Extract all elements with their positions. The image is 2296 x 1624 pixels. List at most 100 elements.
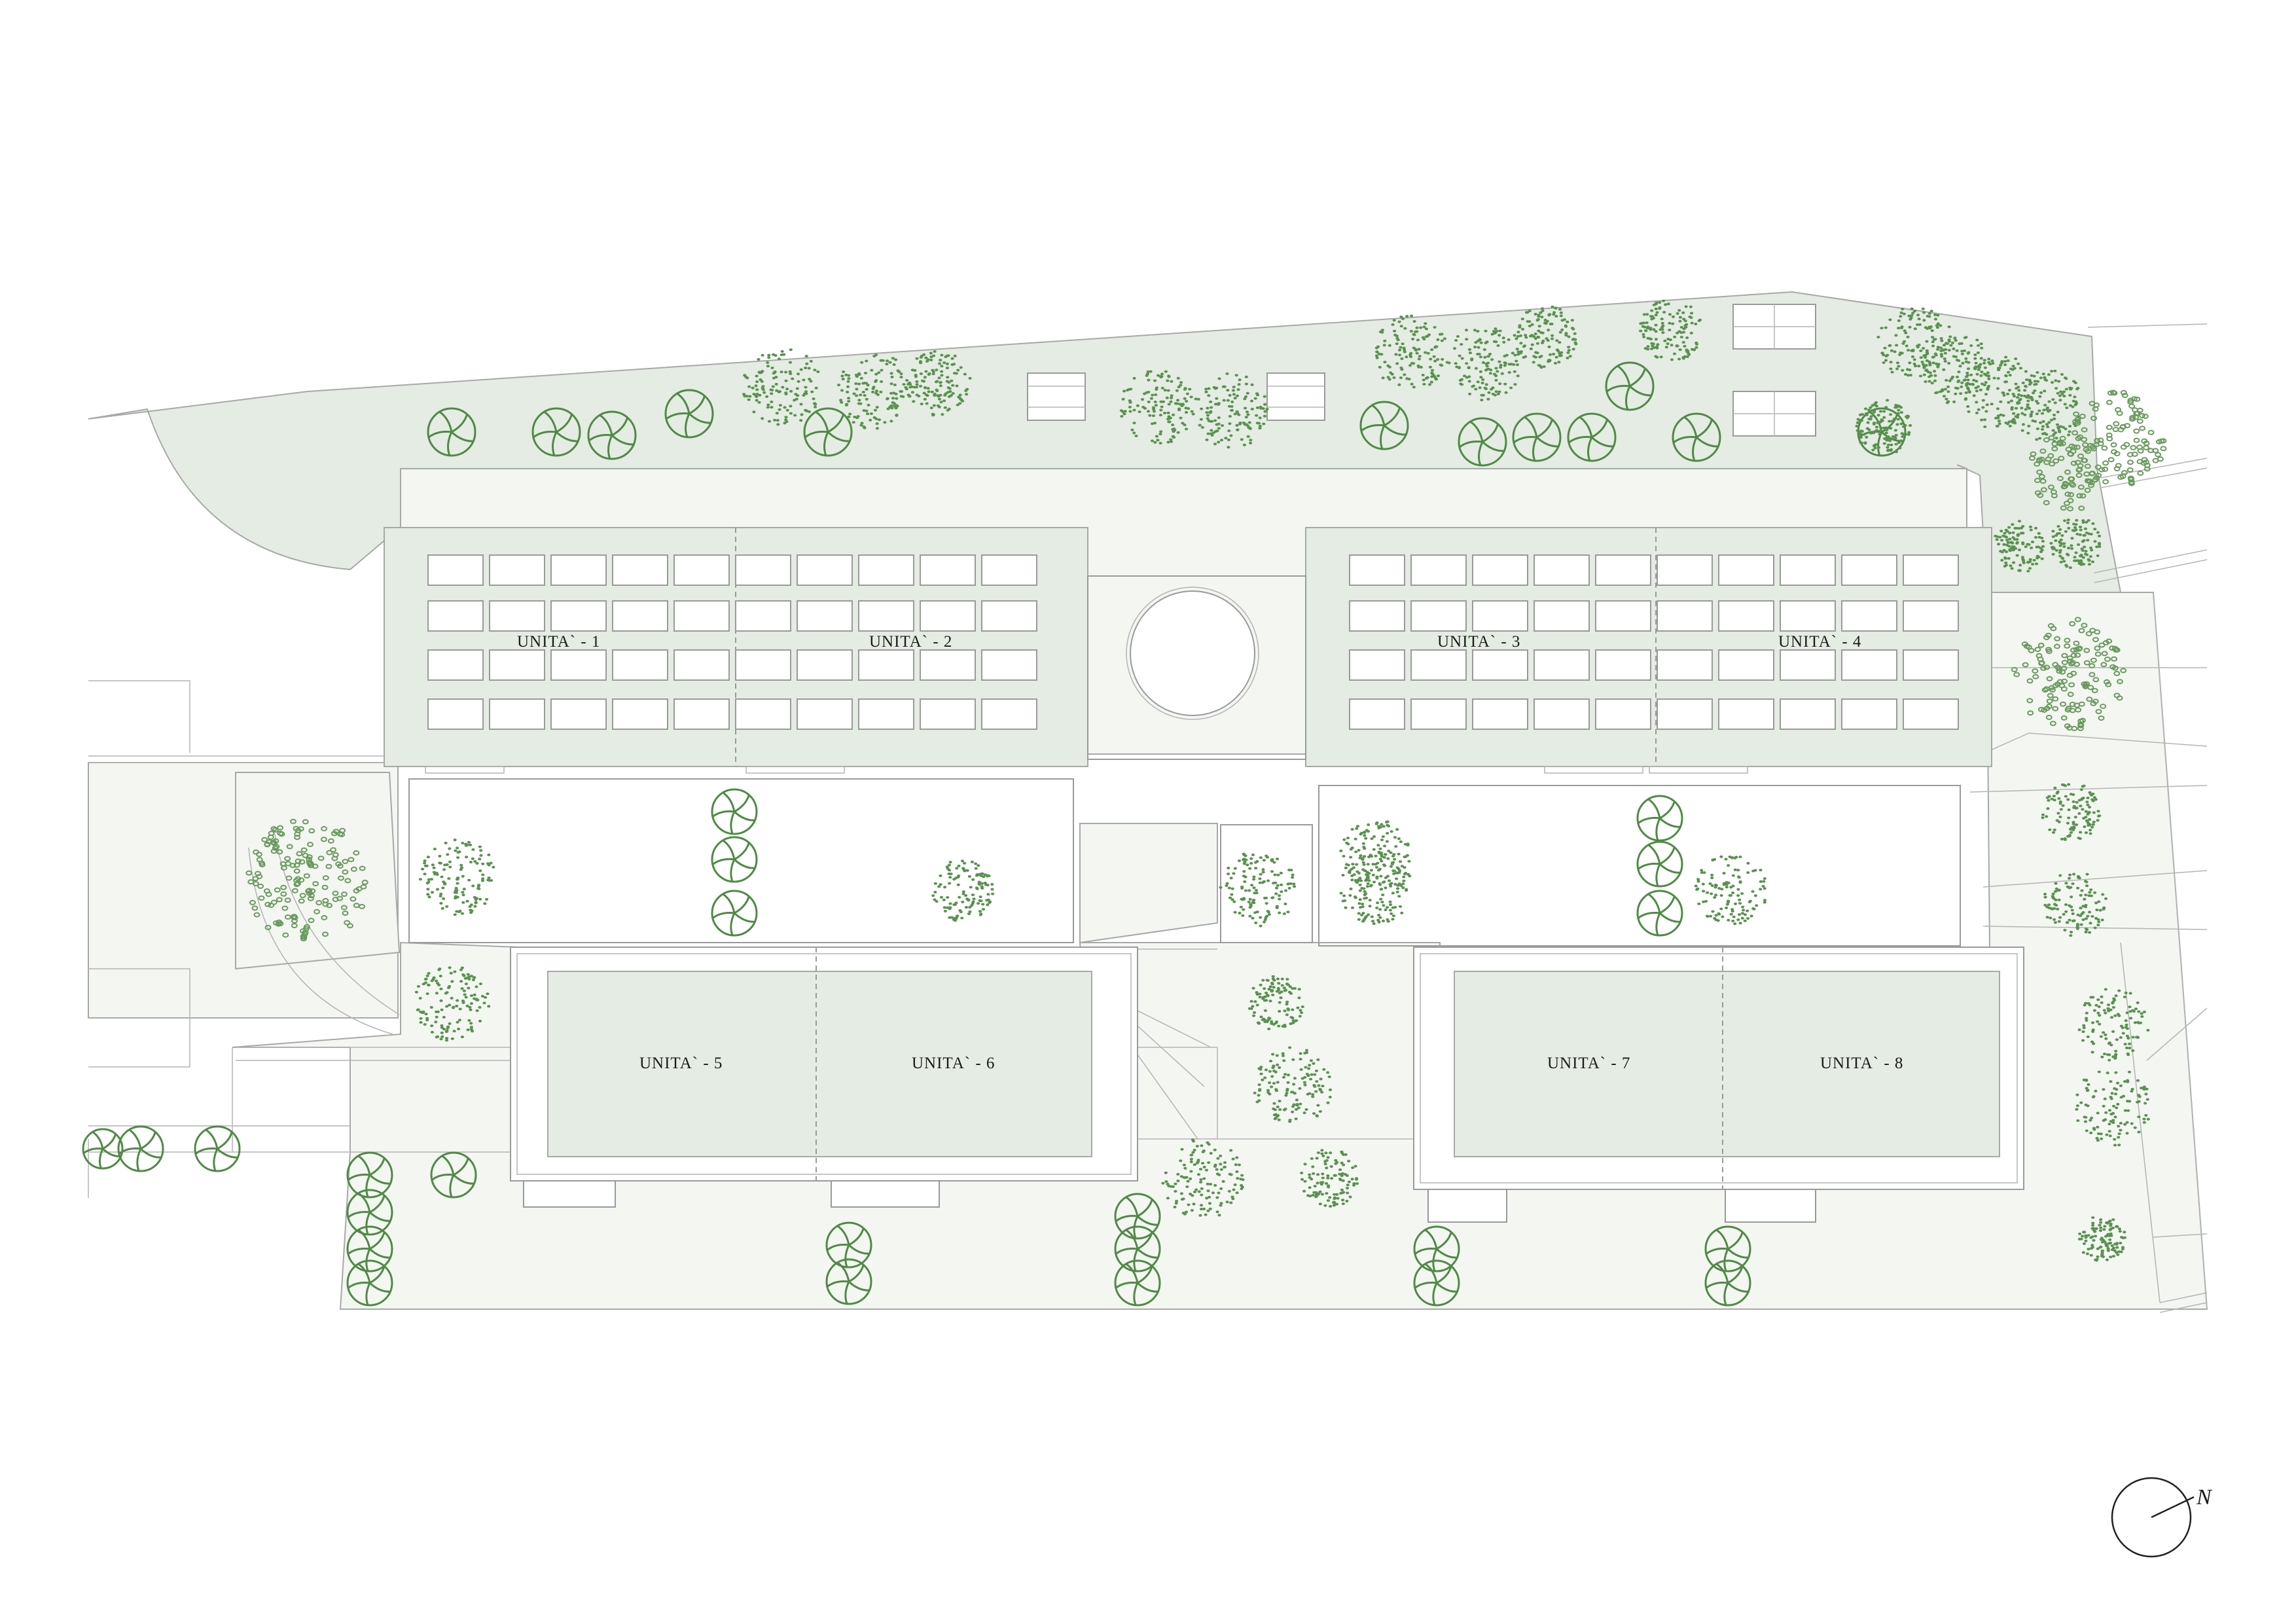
tree-foliage: [2012, 369, 2082, 443]
solar-panel: [1657, 600, 1713, 632]
solar-panel: [920, 600, 976, 632]
tree-canopy: [1704, 1259, 1751, 1307]
solar-panel: [1534, 649, 1590, 681]
unit-label-3: UNITA` - 3: [1437, 633, 1520, 651]
tree-foliage: [1513, 305, 1578, 369]
tree-canopy: [1413, 1259, 1460, 1307]
solar-panel: [735, 600, 791, 632]
tree-canopy: [1114, 1259, 1161, 1307]
tree-foliage: [1339, 853, 1412, 926]
trees: [82, 299, 2167, 1307]
garden-tables: [1027, 304, 1816, 437]
solar-panel: [489, 698, 545, 730]
unit-label-1: UNITA` - 1: [517, 633, 600, 651]
tree-canopy: [82, 1128, 124, 1170]
solar-panel: [1472, 600, 1528, 632]
west-lawn: [235, 772, 401, 970]
tree-foliage: [1161, 1138, 1245, 1217]
solar-panel: [1780, 698, 1836, 730]
tree-canopy: [825, 1258, 872, 1305]
tree-foliage: [836, 353, 914, 430]
tree-canopy: [587, 410, 637, 460]
solar-panel: [427, 649, 484, 681]
solar-panel: [1534, 600, 1590, 632]
tree-canopy: [1359, 401, 1409, 450]
unit-label-4: UNITA` - 4: [1778, 633, 1861, 651]
tree-foliage: [1445, 327, 1520, 402]
solar-panel: [1903, 649, 1959, 681]
solar-panel: [427, 698, 484, 730]
solar-panel: [1349, 649, 1405, 681]
solar-panel: [673, 600, 730, 632]
courtyard-west: [408, 778, 1074, 943]
tree-foliage: [1919, 335, 1992, 405]
solar-panel: [1595, 554, 1651, 586]
courtyard-east: [1318, 785, 1961, 947]
tree-canopy: [1567, 412, 1617, 462]
tree-foliage: [1194, 372, 1269, 449]
tree-foliage: [1219, 852, 1297, 928]
tree-canopy: [1114, 1193, 1161, 1240]
solar-panel: [981, 600, 1037, 632]
tree-canopy: [1605, 361, 1655, 411]
solar-panels-units-1-2: [427, 554, 1037, 730]
building-units-7-8: [1413, 947, 2024, 1223]
tree-foliage: [931, 859, 995, 922]
solar-panel: [1410, 649, 1467, 681]
solar-panel: [673, 554, 730, 586]
unit-label-8: UNITA` - 8: [1820, 1055, 1903, 1072]
solar-panel: [920, 649, 976, 681]
solar-panel: [673, 649, 730, 681]
solar-panel: [1841, 649, 1897, 681]
path-lines: [88, 323, 2208, 1313]
solar-panel: [1841, 698, 1897, 730]
solar-panel: [1472, 554, 1528, 586]
solar-panel: [797, 554, 853, 586]
tree-foliage: [2028, 430, 2109, 512]
circular-pool: [1130, 590, 1255, 716]
solar-panel: [1718, 554, 1774, 586]
solar-panel: [1595, 698, 1651, 730]
tree-canopy: [430, 1151, 477, 1199]
solar-panel: [1718, 649, 1774, 681]
tree-foliage: [1300, 1149, 1359, 1208]
tree-canopy: [117, 1125, 164, 1172]
tree-canopy: [346, 1225, 393, 1272]
solar-panel: [1349, 600, 1405, 632]
solar-panel: [1903, 698, 1959, 730]
solar-panel: [612, 649, 668, 681]
solar-panel: [1780, 600, 1836, 632]
solar-panel: [1534, 554, 1590, 586]
tree-foliage: [1639, 299, 1702, 361]
tree-foliage: [1253, 1046, 1333, 1123]
tree-canopy: [427, 407, 476, 457]
solar-panel: [550, 698, 607, 730]
solar-panel: [920, 554, 976, 586]
tree-canopy: [1636, 795, 1683, 842]
building-units-1-2: [384, 527, 1088, 774]
solar-panel: [1657, 649, 1713, 681]
north-arrow-label: N: [2196, 1485, 2213, 1509]
tree-foliage: [1339, 820, 1411, 891]
tree-foliage: [1374, 314, 1446, 389]
solar-panel: [550, 649, 607, 681]
tree-foliage: [1959, 355, 2036, 428]
tree-canopy: [664, 389, 714, 439]
solar-panel: [1657, 554, 1713, 586]
tree-foliage: [1694, 855, 1767, 926]
tree-canopy: [711, 788, 758, 835]
solar-panel: [981, 649, 1037, 681]
tree-canopy: [194, 1125, 241, 1172]
solar-panel: [1410, 554, 1467, 586]
solar-panel: [981, 698, 1037, 730]
building-units-3-4: [1305, 527, 1992, 774]
tree-canopy: [346, 1151, 393, 1199]
solar-panel: [1472, 698, 1528, 730]
tree-foliage: [2077, 1216, 2126, 1262]
tree-foliage: [1855, 399, 1912, 454]
solar-panel: [1534, 698, 1590, 730]
tree-canopy: [1512, 412, 1562, 462]
solar-panel: [489, 600, 545, 632]
middle-pocket: [1220, 824, 1313, 943]
